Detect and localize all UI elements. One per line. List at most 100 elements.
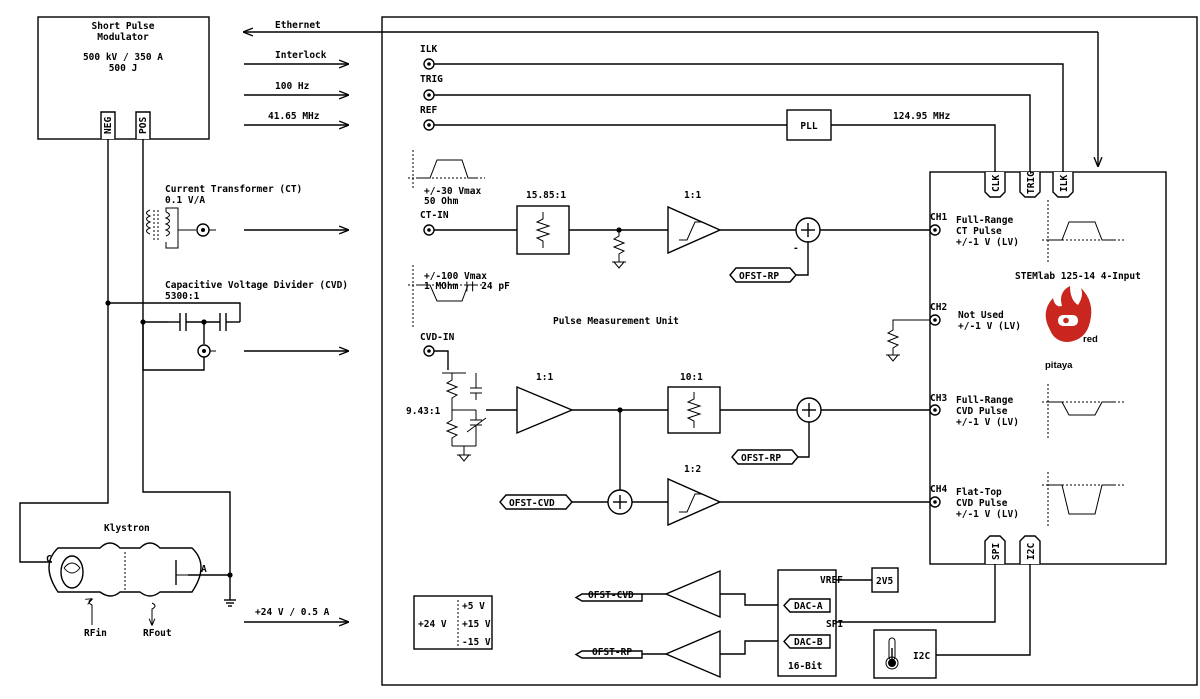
modulator-spec-1: 500 kV / 350 A bbox=[83, 52, 163, 63]
ch1-line1: Full-Range bbox=[956, 215, 1013, 226]
ct-buf-label: 1:1 bbox=[684, 190, 701, 201]
pos-pin bbox=[135, 111, 151, 139]
ethernet-link: Ethernet bbox=[244, 20, 1098, 166]
psu-m15-label: -15 V bbox=[462, 637, 491, 648]
svg-text:-: - bbox=[793, 243, 799, 254]
ofst-cvd-label: OFST-CVD bbox=[509, 498, 555, 509]
dac-vref-label: VREF bbox=[820, 575, 843, 586]
trig-label: TRIG bbox=[420, 74, 443, 85]
modulator-spec-2: 500 J bbox=[109, 63, 138, 74]
ch2-line2: +/-1 V (LV) bbox=[958, 321, 1021, 332]
ch3-line3: +/-1 V (LV) bbox=[956, 417, 1019, 428]
pll-label: PLL bbox=[800, 121, 817, 132]
ch3-label: CH3 bbox=[930, 393, 947, 404]
ch4-line1: Flat-Top bbox=[956, 487, 1002, 498]
ref-label: REF bbox=[420, 105, 437, 116]
anode-label: A bbox=[201, 564, 207, 575]
clk-pin-label: CLK bbox=[991, 175, 1002, 192]
power-supply: +24 V +5 V +15 V -15 V bbox=[413, 595, 493, 650]
ct-in-label: CT-IN bbox=[420, 210, 449, 221]
cvd-buf-label: 1:1 bbox=[536, 372, 553, 383]
cvd-ratio: 5300:1 bbox=[165, 291, 200, 302]
interlock-label: Interlock bbox=[275, 50, 327, 61]
cvd-spec-2: 1 MOhm || 24 pF bbox=[424, 281, 510, 292]
channel-4: CH4 Flat-Top CVD Pulse +/-1 V (LV) bbox=[929, 472, 1125, 528]
ct-atten-label: 15.85:1 bbox=[526, 190, 566, 201]
cathode-label: C bbox=[46, 554, 52, 565]
ofst-cvd-out-label: OFST-CVD bbox=[588, 590, 634, 601]
dac-section: OFST-CVD OFST-RP DAC-A DAC-B VREF SPI 16… bbox=[574, 564, 1031, 679]
klystron: Klystron C A RFin RFout bbox=[46, 523, 236, 639]
logo-text-1: red bbox=[1083, 334, 1098, 345]
current-transformer: Current Transformer (CT) 0.1 V/A bbox=[146, 184, 302, 249]
ct-input-waveform: +/-30 Vmax 50 Ohm bbox=[408, 150, 485, 207]
psu-15-label: +15 V bbox=[462, 619, 491, 630]
flat-top-amp bbox=[667, 477, 722, 527]
temperature-sensor bbox=[873, 629, 937, 679]
ct-buffer bbox=[667, 205, 722, 255]
red-pitaya-logo: red pitaya bbox=[1045, 286, 1098, 371]
stemlab-board bbox=[929, 171, 1167, 565]
ch4-line3: +/-1 V (LV) bbox=[956, 509, 1019, 520]
ch1-label: CH1 bbox=[930, 212, 947, 223]
cvd-ft-label: 1:2 bbox=[684, 464, 701, 475]
dac-spi-label: SPI bbox=[826, 619, 843, 630]
psu-5-label: +5 V bbox=[462, 601, 485, 612]
vref-2v5 bbox=[871, 567, 899, 593]
cvd-buffer bbox=[516, 385, 574, 435]
ch2-line1: Not Used bbox=[958, 310, 1004, 321]
pmu-enclosure bbox=[381, 16, 1198, 686]
ct-ratio: 0.1 V/A bbox=[165, 195, 205, 206]
ilk-pin-label: ILK bbox=[1059, 175, 1070, 192]
mhz-label: 41.65 MHz bbox=[268, 111, 320, 122]
ch3-line1: Full-Range bbox=[956, 395, 1013, 406]
klystron-title: Klystron bbox=[104, 523, 150, 534]
dac-b-label: DAC-B bbox=[794, 637, 823, 648]
ch1-line2: CT Pulse bbox=[956, 226, 1002, 237]
ch2-label: CH2 bbox=[930, 302, 947, 313]
cvd-in-label: CVD-IN bbox=[420, 332, 455, 343]
ct-spec-1: +/-30 Vmax bbox=[424, 186, 481, 197]
i2c-pin-label: I2C bbox=[1026, 543, 1037, 560]
supply-label: +24 V / 0.5 A bbox=[255, 607, 330, 618]
pll-freq: 124.95 MHz bbox=[893, 111, 950, 122]
cvd-div-label: 9.43:1 bbox=[406, 406, 441, 417]
ofst-rp-tag-cvd bbox=[731, 449, 799, 465]
logo-text-2: pitaya bbox=[1045, 360, 1073, 371]
pll-block bbox=[786, 109, 832, 141]
modulator-title-1: Short Pulse bbox=[92, 21, 155, 32]
ofst-rp-tag-ct bbox=[729, 267, 797, 283]
dac-bits-label: 16-Bit bbox=[788, 661, 822, 672]
modulator-block: Short Pulse Modulator 500 kV / 350 A 500… bbox=[37, 16, 210, 140]
ch4-label: CH4 bbox=[930, 484, 947, 495]
spi-pin-label: SPI bbox=[991, 543, 1002, 560]
cvd-title: Capacitive Voltage Divider (CVD) bbox=[165, 280, 348, 291]
cvd-input-waveform: +/-100 Vmax 1 MOhm || 24 pF bbox=[408, 265, 510, 328]
ch1-line3: +/-1 V (LV) bbox=[956, 237, 1019, 248]
channel-1: CH1 Full-Range CT Pulse +/-1 V (LV) bbox=[929, 200, 1125, 262]
pmu-title: Pulse Measurement Unit bbox=[553, 316, 679, 327]
capacitive-voltage-divider: Capacitive Voltage Divider (CVD) 5300:1 bbox=[105, 280, 348, 358]
ilk-label: ILK bbox=[420, 44, 437, 55]
trig-pin-label: TRIG bbox=[1026, 171, 1037, 194]
stemlab-top-pins: CLK TRIG ILK bbox=[984, 171, 1074, 198]
pos-label: POS bbox=[138, 117, 149, 134]
pmu-inputs: ILK TRIG REF CT-IN CVD-IN bbox=[420, 44, 455, 357]
stemlab-bottom-pins: SPI I2C bbox=[984, 535, 1041, 564]
ct-spec-2: 50 Ohm bbox=[424, 196, 459, 207]
temp-i2c-label: I2C bbox=[913, 651, 930, 662]
neg-pin bbox=[100, 111, 116, 139]
ofst-cvd-driver bbox=[664, 569, 721, 619]
cvd-atten-label: 10:1 bbox=[680, 372, 703, 383]
rf-in-label: RFin bbox=[84, 628, 107, 639]
dac-a-label: DAC-A bbox=[794, 601, 823, 612]
signal-arrows: Interlock 100 Hz 41.65 MHz +24 V / 0.5 A bbox=[244, 50, 348, 622]
dac-chip bbox=[777, 569, 837, 677]
ofst-cvd-out-tag bbox=[574, 593, 643, 602]
ch3-line2: CVD Pulse bbox=[956, 406, 1008, 417]
ofst-rp-out-tag bbox=[574, 650, 643, 659]
ofst-rp-label-ct: OFST-RP bbox=[739, 271, 779, 282]
dac-2v5-label: 2V5 bbox=[876, 576, 893, 587]
channel-2: CH2 Not Used +/-1 V (LV) bbox=[929, 302, 1021, 332]
